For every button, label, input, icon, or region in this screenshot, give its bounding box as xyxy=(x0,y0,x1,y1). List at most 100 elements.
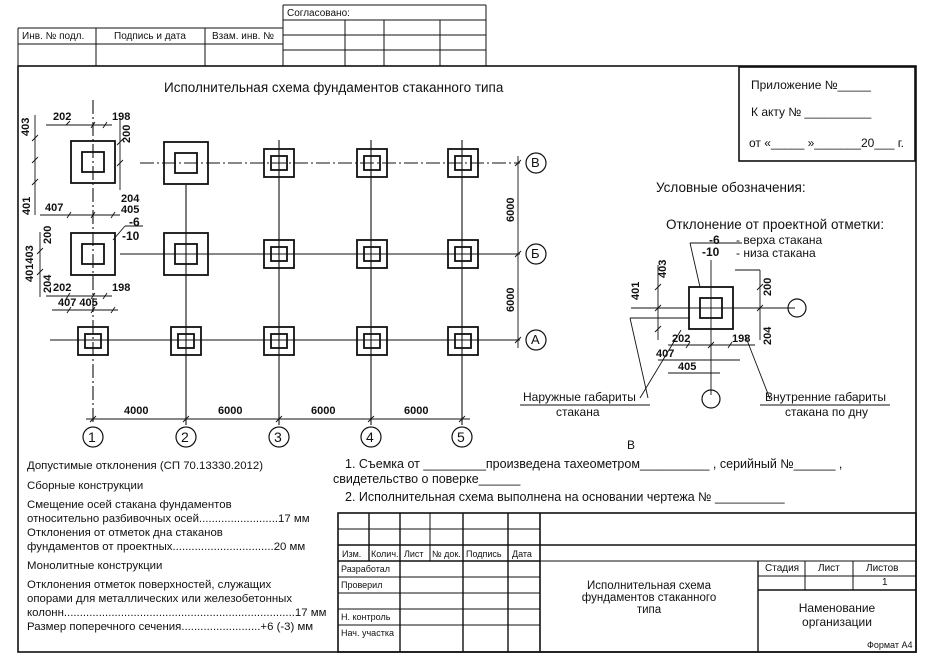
tolerances-m1c: колонн..................................… xyxy=(27,607,327,619)
stamp-sheets-value: 1 xyxy=(882,577,888,588)
tolerances-m2: Размер поперечного сечения..............… xyxy=(27,621,314,633)
tolerances-monolith: Монолитные конструкции xyxy=(27,560,163,572)
span-y-1: 6000 xyxy=(505,197,517,222)
stamp-role-norm-control: Н. контроль xyxy=(341,612,391,622)
stamp-header-data: Дата xyxy=(512,549,532,559)
legend-top-label: - верха стакана xyxy=(736,233,823,247)
span-x-2: 6000 xyxy=(218,405,243,417)
dim-200: 200 xyxy=(121,124,133,143)
dim-407: 407 xyxy=(45,202,64,214)
tolerances-m1a: Отклонения отметок поверхностей, служащи… xyxy=(27,579,272,591)
legend-dim-407: 407 xyxy=(656,348,675,360)
foundation-2-B xyxy=(163,232,209,276)
stamp-sheets: Листов xyxy=(866,563,899,574)
stamp-role-checked: Проверил xyxy=(341,580,383,590)
span-x-4: 6000 xyxy=(404,405,429,417)
tolerances-p1b: относительно разбивочных осей...........… xyxy=(27,513,310,525)
span-x-3: 6000 xyxy=(311,405,336,417)
vzam-inv-label: Взам. инв. № xyxy=(212,31,274,42)
stamp-header-ndok: № док. xyxy=(432,549,461,559)
dim-202: 202 xyxy=(53,111,72,123)
dim-403: 403 xyxy=(20,117,32,136)
axis-label-V: В xyxy=(531,155,540,170)
stamp-organization: Наменование организации xyxy=(798,601,876,629)
stamp-title: Исполнительная схема фундаментов стаканн… xyxy=(581,580,717,616)
legend-dim-200: 200 xyxy=(762,277,774,296)
appendix-line-2: К акту № __________ xyxy=(751,105,872,119)
appendix-box xyxy=(738,66,916,162)
mark-top: -6 xyxy=(129,215,140,229)
dim-401403: 401403 xyxy=(24,245,36,282)
axis-label-1: 1 xyxy=(88,429,96,445)
tolerances-block: Допустимые отклонения (СП 70.13330.2012)… xyxy=(27,459,326,634)
tolerances-p2a: Отклонения от отметок дна стаканов xyxy=(27,527,223,539)
note-1b: свидетельство о поверке______ xyxy=(333,472,521,486)
foundation-1-V xyxy=(70,140,116,184)
note-2: 2. Исполнительная схема выполнена на осн… xyxy=(345,490,785,504)
stamp-header-kolich: Колич. xyxy=(371,549,399,559)
stamp-header-podpis: Подпись xyxy=(466,549,502,559)
legend-subtitle: Отклонение от проектной отметки: xyxy=(666,217,885,232)
stamp-grid xyxy=(337,512,917,653)
format-label: Формат А4 xyxy=(867,640,913,650)
legend-bottom-value: -10 xyxy=(702,245,720,259)
page-title: Исполнительная схема фундаментов стаканн… xyxy=(164,80,504,95)
foundations xyxy=(70,140,479,356)
legend-dim-204: 204 xyxy=(762,326,774,345)
legend-title: Условные обозначения: xyxy=(656,180,806,195)
foundation-1-B xyxy=(70,232,116,276)
legend-dim-202: 202 xyxy=(672,333,691,345)
span-x-1: 4000 xyxy=(124,405,149,417)
appendix-line-1: Приложение №_____ xyxy=(751,78,871,92)
legend-inner-label-2: стакана по дну xyxy=(785,405,868,419)
axis-label-2: 2 xyxy=(181,429,189,445)
stamp-stage: Стадия xyxy=(765,563,800,574)
tolerances-precast: Сборные конструкции xyxy=(27,480,144,492)
tolerances-p2b: фундаментов от проектных................… xyxy=(27,541,306,553)
appendix-line-3: от «_____ »_______20___ г. xyxy=(749,136,904,150)
legend-top-value: -6 xyxy=(709,233,720,247)
dim-401: 401 xyxy=(21,196,33,215)
axis-label-A: А xyxy=(531,332,540,347)
tolerances-m1b: опорами для металлических или железобето… xyxy=(27,593,293,605)
legend-bottom-label: - низа стакана xyxy=(736,246,816,260)
dim-405: 405 xyxy=(121,204,140,216)
dim-407405-mid: 407 405 xyxy=(58,297,98,309)
axis-label-4: 4 xyxy=(366,429,374,445)
legend-dim-401: 401 xyxy=(630,281,642,300)
margin-table xyxy=(17,4,487,66)
axis-label-3: 3 xyxy=(274,429,282,445)
grid-lines xyxy=(50,100,520,425)
foundation-2-V xyxy=(163,141,209,185)
axis-label-B: Б xyxy=(531,246,540,261)
dim-198: 198 xyxy=(112,111,131,123)
legend-outer-label-1: Наружные габариты xyxy=(523,390,636,404)
stray-letter: В xyxy=(627,438,636,452)
dim-200-mid: 200 xyxy=(42,225,54,244)
inv-podl-label: Инв. № подл. xyxy=(22,31,85,42)
plan-dimension-lines xyxy=(31,115,522,423)
legend-detail xyxy=(520,242,890,409)
legend-dim-403: 403 xyxy=(657,259,669,278)
sign-date-label: Подпись и дата xyxy=(114,31,186,42)
note-1a: 1. Съемка от _________произведена тахеом… xyxy=(345,457,843,471)
stamp-role-site-chief: Нач. участка xyxy=(341,628,394,638)
legend-dim-405: 405 xyxy=(678,361,697,373)
tolerances-p1a: Смещение осей стакана фундаментов xyxy=(27,499,232,511)
span-y-2: 6000 xyxy=(505,287,517,312)
legend-dim-198: 198 xyxy=(732,333,751,345)
axis-label-5: 5 xyxy=(457,429,465,445)
dim-202-mid: 202 xyxy=(53,282,72,294)
stamp-role-developed: Разработал xyxy=(341,564,390,574)
legend-inner-label-1: Внутренние габариты xyxy=(765,390,886,404)
legend-outer-label-2: стакана xyxy=(556,405,600,419)
stamp-sheet: Лист xyxy=(818,563,840,574)
stamp-header-izm: Изм. xyxy=(342,549,362,559)
dim-204: 204 xyxy=(121,193,140,205)
dim-198-mid: 198 xyxy=(112,282,131,294)
tolerances-header: Допустимые отклонения (СП 70.13330.2012) xyxy=(27,460,264,472)
stamp-header-list: Лист xyxy=(404,549,424,559)
mark-bottom: -10 xyxy=(122,229,140,243)
axis-bubbles xyxy=(82,152,547,448)
